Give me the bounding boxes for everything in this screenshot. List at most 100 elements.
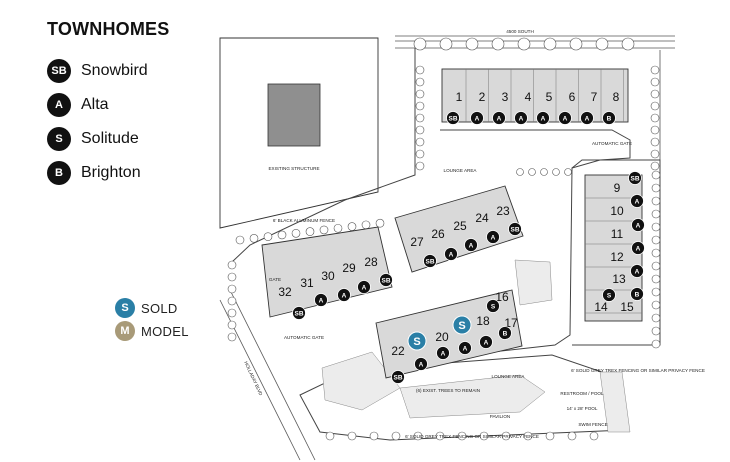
unit-badge-label: SB — [510, 226, 519, 233]
unit-number: 25 — [453, 219, 467, 233]
unit-badge-label: A — [319, 297, 324, 304]
unit-number: 32 — [278, 285, 292, 299]
unit-badge-label: A — [475, 115, 480, 122]
unit-number: 6 — [569, 90, 576, 104]
sold-badge-icon: S — [115, 298, 135, 318]
unit-badge-label: A — [449, 251, 454, 258]
unit-number: 26 — [431, 227, 445, 241]
legend-label: Alta — [81, 96, 109, 113]
unit-number: 22 — [391, 344, 405, 358]
unit-4[interactable]: 4A — [514, 90, 532, 125]
pavilion-label: PAVILION — [490, 414, 511, 419]
unit-29[interactable]: 29A — [342, 261, 371, 294]
unit-9[interactable]: 9SB — [614, 171, 642, 196]
unit-26[interactable]: 26A — [431, 227, 458, 261]
unit-type-badge: A — [630, 264, 644, 278]
unit-type-badge: A — [631, 218, 645, 232]
unit-badge-label: SB — [294, 310, 303, 317]
unit-18[interactable]: 18A — [476, 314, 493, 349]
unit-badge-circle — [630, 194, 644, 208]
unit-number: 27 — [410, 235, 424, 249]
lounge-area-label-2: LOUNGE AREA — [492, 374, 526, 379]
unit-14[interactable]: 14S — [594, 288, 616, 315]
solitude-badge-icon: S — [47, 127, 71, 151]
unit-8[interactable]: 8B — [602, 90, 620, 125]
unit-1[interactable]: 1SB — [446, 90, 463, 125]
unit-badge-label: A — [636, 222, 641, 229]
unit-badge-circle — [492, 111, 506, 125]
solid-fence-bottom-label: 6' SOLID GREY TREX FENCING OR SIMILAR PR… — [405, 434, 539, 439]
unit-25[interactable]: 25A — [453, 219, 478, 252]
unit-badge-circle — [602, 111, 616, 125]
unit-badge-circle — [446, 111, 460, 125]
legend-item-snowbird: SB Snowbird — [47, 59, 148, 83]
unit-number: 15 — [620, 300, 634, 314]
unit-badge-circle — [337, 288, 351, 302]
unit-badge-circle — [436, 346, 450, 360]
unit-badge-label: B — [503, 330, 508, 337]
unit-19[interactable]: 19AS — [452, 315, 472, 355]
unit-3[interactable]: 3A — [492, 90, 509, 125]
unit-badge-label: A — [497, 115, 502, 122]
unit-type-badge: A — [357, 280, 371, 294]
unit-21[interactable]: 21AS — [407, 331, 428, 371]
unit-markers[interactable]: 1SB2A3A4A5A6A7A8B9SB10A11A12A13A14S15B16… — [278, 90, 645, 384]
unit-type-badge: S — [486, 299, 500, 313]
sold-letter: S — [458, 320, 465, 332]
unit-number: 9 — [614, 181, 621, 195]
unit-type-badge: A — [492, 111, 506, 125]
status-item-model: M MODEL — [115, 320, 189, 342]
unit-badge-circle — [458, 341, 472, 355]
unit-dividers — [465, 69, 642, 314]
model-badge-icon: M — [115, 321, 135, 341]
unit-type-badge: SB — [423, 254, 437, 268]
unit-badge-label: S — [491, 303, 496, 310]
unit-13[interactable]: 13A — [612, 264, 644, 287]
unit-badge-label: A — [636, 245, 641, 252]
unit-number: 16 — [495, 290, 509, 304]
unit-20[interactable]: 20A — [435, 330, 450, 360]
unit-badge-circle — [630, 287, 644, 301]
unit-6[interactable]: 6A — [558, 90, 576, 125]
unit-type-badge: SB — [508, 222, 522, 236]
solid-fence-right-label: 6' SOLID GREY TREX FENCING OR SIMILAR PR… — [571, 368, 705, 373]
unit-badge-circle — [558, 111, 572, 125]
unit-type-badge: A — [514, 111, 528, 125]
unit-badge-label: SB — [393, 374, 402, 381]
unit-12[interactable]: 12A — [610, 241, 645, 265]
unit-number: 14 — [594, 300, 608, 314]
unit-5[interactable]: 5A — [536, 90, 553, 125]
legend-item-solitude: S Solitude — [47, 127, 139, 151]
unit-badge-label: B — [607, 115, 612, 122]
unit-24[interactable]: 24A — [475, 211, 500, 244]
unit-11[interactable]: 11A — [611, 218, 645, 242]
unit-16[interactable]: 16S — [486, 290, 509, 313]
unit-badge-circle — [357, 280, 371, 294]
unit-type-badge: A — [536, 111, 550, 125]
unit-badge-circle — [444, 247, 458, 261]
unit-2[interactable]: 2A — [470, 90, 486, 125]
unit-number: 28 — [364, 255, 378, 269]
unit-31[interactable]: 31A — [300, 276, 328, 307]
unit-number: 17 — [504, 316, 518, 330]
unit-badge-circle — [508, 222, 522, 236]
unit-17[interactable]: 17B — [498, 316, 518, 340]
unit-30[interactable]: 30A — [321, 269, 351, 302]
unit-badge-circle — [628, 171, 642, 185]
unit-10[interactable]: 10A — [610, 194, 644, 219]
unit-7[interactable]: 7A — [580, 90, 598, 125]
sold-marker-icon: S — [452, 315, 472, 335]
unit-number: 3 — [502, 90, 509, 104]
unit-number: 18 — [476, 314, 490, 328]
automatic-gate-label: AUTOMATIC GATE — [592, 141, 632, 146]
unit-15[interactable]: 15B — [620, 287, 644, 315]
sold-marker-icon: S — [407, 331, 427, 351]
legend-label: Brighton — [81, 164, 141, 181]
unit-badge-label: SB — [425, 258, 434, 265]
